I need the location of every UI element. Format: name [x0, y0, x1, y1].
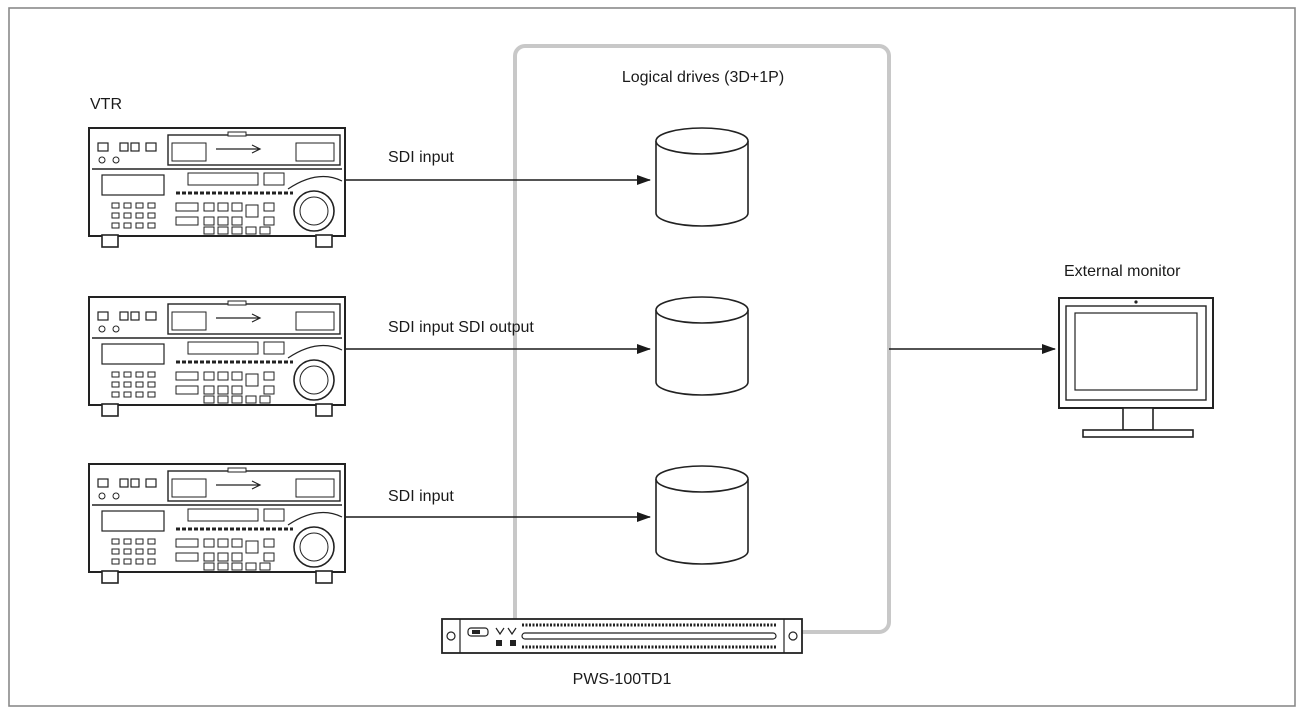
vtr-label: VTR	[90, 96, 122, 113]
vtr-deck-icon	[88, 463, 346, 585]
disk-cylinder-icon	[655, 127, 749, 227]
diagram-frame	[8, 7, 1296, 707]
logical-drives-label: Logical drives (3D+1P)	[622, 69, 784, 86]
server-label: PWS-100TD1	[573, 671, 672, 688]
connection-label: SDI input	[388, 488, 454, 505]
rack-server-icon	[441, 618, 803, 654]
vtr-deck-icon	[88, 127, 346, 249]
connection-label: SDI input	[388, 149, 454, 166]
connection-label: SDI input SDI output	[388, 319, 534, 336]
monitor-icon	[1058, 297, 1214, 438]
external-monitor-label: External monitor	[1064, 263, 1181, 280]
disk-cylinder-icon	[655, 296, 749, 396]
vtr-deck-icon	[88, 296, 346, 418]
disk-cylinder-icon	[655, 465, 749, 565]
